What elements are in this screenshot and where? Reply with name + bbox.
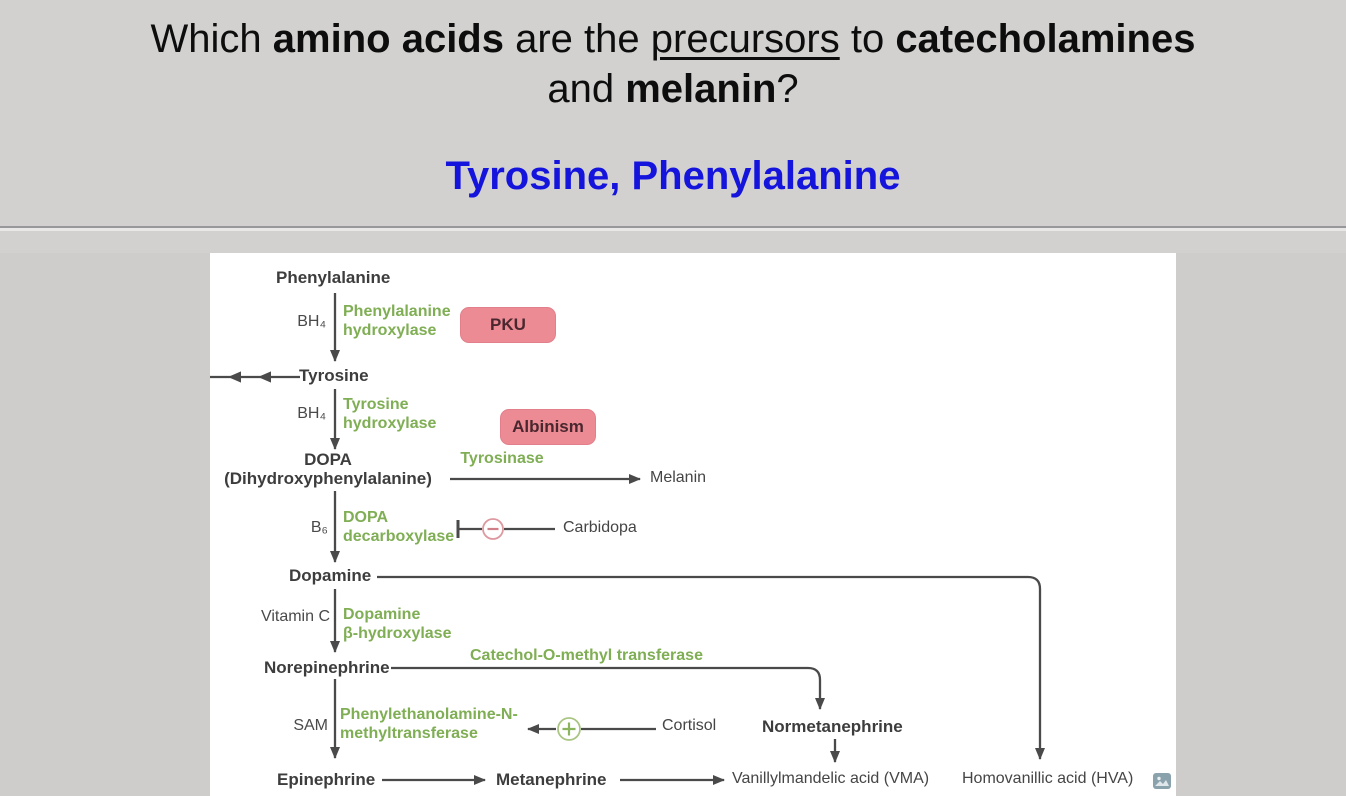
question-bold-catecholamines: catecholamines (895, 17, 1196, 61)
cofactor-vitamin-c: Vitamin C (260, 608, 330, 625)
enzyme-pnmt: Phenylethanolamine-N- methyltransferase (340, 705, 518, 743)
enzyme-dopamine-beta-hydroxylase: Dopamine β-hydroxylase (343, 605, 451, 643)
node-normetanephrine: Normetanephrine (762, 717, 903, 736)
question-text: ? (776, 67, 799, 111)
enzyme-line: methyltransferase (340, 725, 478, 742)
node-epinephrine: Epinephrine (277, 770, 376, 789)
node-dopa: DOPA (Dihydroxyphenylalanine) (210, 450, 446, 488)
enzyme-phenylalanine-hydroxylase: Phenylalanine hydroxylase (343, 302, 451, 340)
pku-badge: PKU (460, 307, 556, 343)
stimulation-icon (557, 717, 581, 741)
cofactor-sam: SAM (293, 717, 328, 734)
node-phenylalanine: Phenylalanine (276, 268, 391, 287)
enzyme-line: Tyrosine (343, 396, 409, 413)
answer-text: Tyrosine, Phenylalanine (445, 154, 901, 198)
question-line-1: Which amino acids are the precursors to … (0, 14, 1346, 64)
question-section: Which amino acids are the precursors to … (0, 0, 1346, 226)
enzyme-line: DOPA (343, 509, 389, 526)
question-bold-melanin: melanin (625, 67, 777, 111)
enzyme-tyrosinase: Tyrosinase (460, 450, 544, 467)
question-answer-divider (0, 226, 1346, 231)
enzyme-line: hydroxylase (343, 415, 437, 432)
node-dopa-line1: DOPA (304, 450, 352, 469)
cofactor-bh4-2: BH₄ (297, 405, 326, 422)
question-text: to (839, 17, 896, 61)
node-hva: Homovanillic acid (HVA) (962, 770, 1134, 787)
enzyme-comt: Catechol-O-methyl transferase (470, 647, 703, 664)
albinism-badge: Albinism (500, 409, 596, 445)
enzyme-line: hydroxylase (343, 322, 437, 339)
question-line-2: and melanin? (0, 64, 1346, 114)
node-melanin: Melanin (650, 469, 707, 486)
left-arrowheads (228, 371, 271, 383)
cofactor-b6: B₆ (310, 519, 328, 536)
enzyme-line: β-hydroxylase (343, 625, 452, 642)
question-underline-precursors: precursors (650, 17, 840, 61)
question-text: and (547, 67, 626, 111)
enzyme-dopa-decarboxylase: DOPA decarboxylase (343, 508, 454, 546)
enzyme-line: Dopamine (343, 606, 421, 623)
modulator-cortisol: Cortisol (662, 717, 717, 734)
node-metanephrine: Metanephrine (496, 770, 607, 789)
modulator-carbidopa: Carbidopa (563, 519, 637, 536)
image-watermark-icon (1153, 773, 1171, 789)
node-norepinephrine: Norepinephrine (264, 658, 390, 677)
node-dopa-line2: (Dihydroxyphenylalanine) (224, 469, 432, 488)
enzyme-line: decarboxylase (343, 528, 455, 545)
node-tyrosine: Tyrosine (299, 366, 369, 385)
node-dopamine: Dopamine (289, 566, 372, 585)
question-text: are the (504, 17, 651, 61)
inhibition-icon (482, 518, 504, 540)
enzyme-line: Phenylalanine (343, 303, 451, 320)
enzyme-tyrosine-hydroxylase: Tyrosine hydroxylase (343, 395, 436, 433)
pathway-diagram: Phenylalanine Tyrosine DOPA (Dihydroxyph… (210, 253, 1176, 796)
cofactor-bh4-1: BH₄ (297, 313, 326, 330)
enzyme-line: Phenylethanolamine-N- (340, 706, 518, 723)
question-text: Which (150, 17, 273, 61)
node-vma: Vanillylmandelic acid (VMA) (732, 770, 930, 787)
question-bold-amino-acids: amino acids (272, 17, 504, 61)
pathway-arrows (210, 293, 1045, 785)
answer-section: Phenylalanine Tyrosine DOPA (Dihydroxyph… (0, 253, 1346, 796)
